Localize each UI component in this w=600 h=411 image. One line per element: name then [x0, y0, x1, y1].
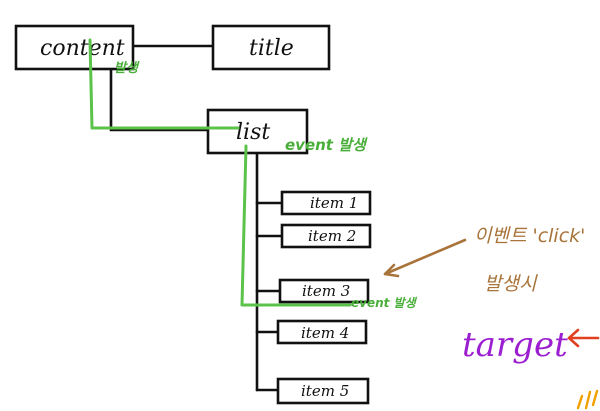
event-path-content-list [88, 38, 240, 130]
target-label: target [462, 325, 568, 365]
node-item-5: item 5 [276, 377, 370, 405]
list-event-label: event 발생 [285, 136, 368, 154]
node-list-label: list [236, 120, 270, 145]
node-content: content [14, 24, 135, 71]
node-item-2-label: item 2 [308, 227, 356, 245]
node-title: title [211, 24, 331, 71]
content-event-label: 발생 [114, 60, 140, 76]
annotation-click-text: 이벤트 'click' [474, 225, 585, 247]
orange-scribble [576, 389, 599, 410]
event-path-list-item3 [240, 144, 352, 307]
edge-content-list [109, 67, 210, 132]
node-item-3: item 3 [278, 278, 370, 304]
node-list: list [206, 108, 309, 155]
annotation-occurs-text: 발생시 [484, 273, 538, 295]
node-item-1: item 1 [280, 190, 372, 216]
node-title-label: title [249, 36, 294, 61]
node-item-1-label: item 1 [310, 194, 358, 212]
node-item-3-label: item 3 [302, 282, 350, 300]
node-item-4: item 4 [276, 319, 368, 345]
item3-event-label: event 발생 [351, 296, 418, 310]
click-arrow [383, 238, 467, 278]
node-content-label: content [40, 36, 125, 61]
node-item-4-label: item 4 [301, 324, 349, 342]
node-item-2: item 2 [280, 223, 372, 249]
target-arrow [567, 328, 600, 348]
node-item-5-label: item 5 [301, 382, 349, 400]
